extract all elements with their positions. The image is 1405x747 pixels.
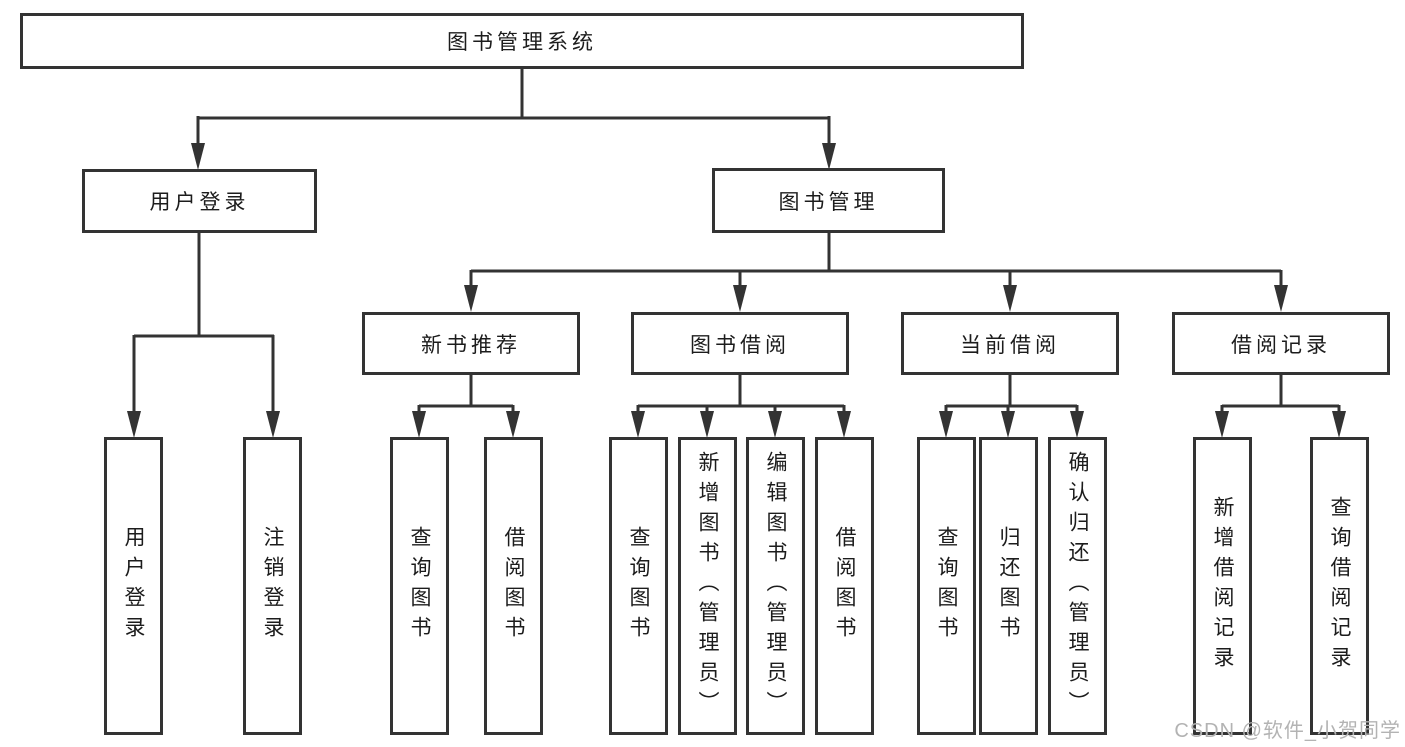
node-borrowing-records: 借阅记录	[1172, 312, 1390, 375]
leaf-return-books: 归还图书	[979, 437, 1038, 735]
csdn-watermark: CSDN @软件_小贺同学	[1174, 720, 1401, 742]
leaf-query-books-borrowing: 查询图书	[609, 437, 668, 735]
node-root: 图书管理系统	[20, 13, 1024, 69]
node-book-borrowing: 图书借阅	[631, 312, 849, 375]
leaf-user-login: 用户登录	[104, 437, 163, 735]
leaf-query-borrow-record: 查询借阅记录	[1310, 437, 1369, 735]
node-new-book-recommend: 新书推荐	[362, 312, 580, 375]
leaf-query-books-current: 查询图书	[917, 437, 976, 735]
node-book-management: 图书管理	[712, 168, 945, 233]
leaf-logout: 注销登录	[243, 437, 302, 735]
node-user-login: 用户登录	[82, 169, 317, 233]
leaf-query-books-recommend: 查询图书	[390, 437, 449, 735]
leaf-confirm-return-admin: 确认归还（管理员）	[1048, 437, 1107, 735]
node-current-borrowing: 当前借阅	[901, 312, 1119, 375]
leaf-edit-books-admin: 编辑图书（管理员）	[746, 437, 805, 735]
leaf-add-books-admin: 新增图书（管理员）	[678, 437, 737, 735]
leaf-add-borrow-record: 新增借阅记录	[1193, 437, 1252, 735]
leaf-borrow-books-borrowing: 借阅图书	[815, 437, 874, 735]
leaf-borrow-books-recommend: 借阅图书	[484, 437, 543, 735]
